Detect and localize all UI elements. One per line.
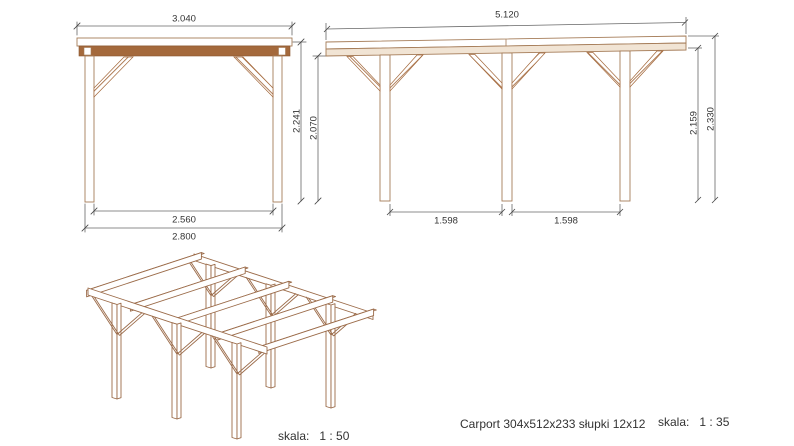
front-roof-board <box>76 37 293 47</box>
iso-near-posts <box>111 302 242 440</box>
isometric-view <box>86 252 377 440</box>
dim-front-total-height: 2.241 <box>291 109 303 133</box>
front-brace-right <box>233 56 274 98</box>
front-fascia-beam <box>78 45 291 57</box>
dim-front-clear-height: 2.070 <box>308 116 320 140</box>
side-braces <box>346 50 664 92</box>
dim-front-post-clear-span: 2.560 <box>172 214 196 226</box>
dim-side-eave-height: 2.159 <box>688 111 700 135</box>
dim-side-bay-1: 1.598 <box>434 215 458 227</box>
dim-side-bay-2: 1.598 <box>554 215 578 227</box>
scale-note-ortho: skala: 1 : 35 <box>658 415 729 429</box>
side-post-right <box>619 50 631 202</box>
drawing-title: Carport 304x512x233 słupki 12x12 <box>460 417 646 431</box>
dim-front-post-outer-span: 2.800 <box>172 231 196 243</box>
side-dimension-lines <box>323 17 719 216</box>
iso-near-braces <box>91 296 265 376</box>
front-brace-left <box>93 56 134 98</box>
scale-label-ortho: skala: <box>658 415 690 429</box>
dim-side-roof-length: 5.120 <box>495 9 519 21</box>
iso-near-edge-beam <box>87 287 268 355</box>
front-beam-end-left <box>83 47 92 56</box>
front-post-left <box>84 55 95 203</box>
front-beam-end-right <box>278 47 286 56</box>
dim-front-roof-width: 3.040 <box>172 13 196 25</box>
front-dimension-lines <box>73 21 328 233</box>
dim-side-ridge-height: 2.330 <box>705 107 717 131</box>
iso-rafters <box>86 252 377 354</box>
front-post-right <box>272 55 283 203</box>
side-post-left <box>379 54 391 202</box>
side-purlin-beam <box>325 42 687 57</box>
side-elevation-view <box>323 17 719 216</box>
scale-label-iso: skala: <box>278 429 310 443</box>
scale-value-iso: 1 : 50 <box>319 429 350 443</box>
scale-note-isometric: skala: 1 : 50 <box>278 429 349 443</box>
scale-value-ortho: 1 : 35 <box>699 415 730 429</box>
front-elevation-view <box>73 21 328 233</box>
side-post-middle <box>501 52 513 202</box>
